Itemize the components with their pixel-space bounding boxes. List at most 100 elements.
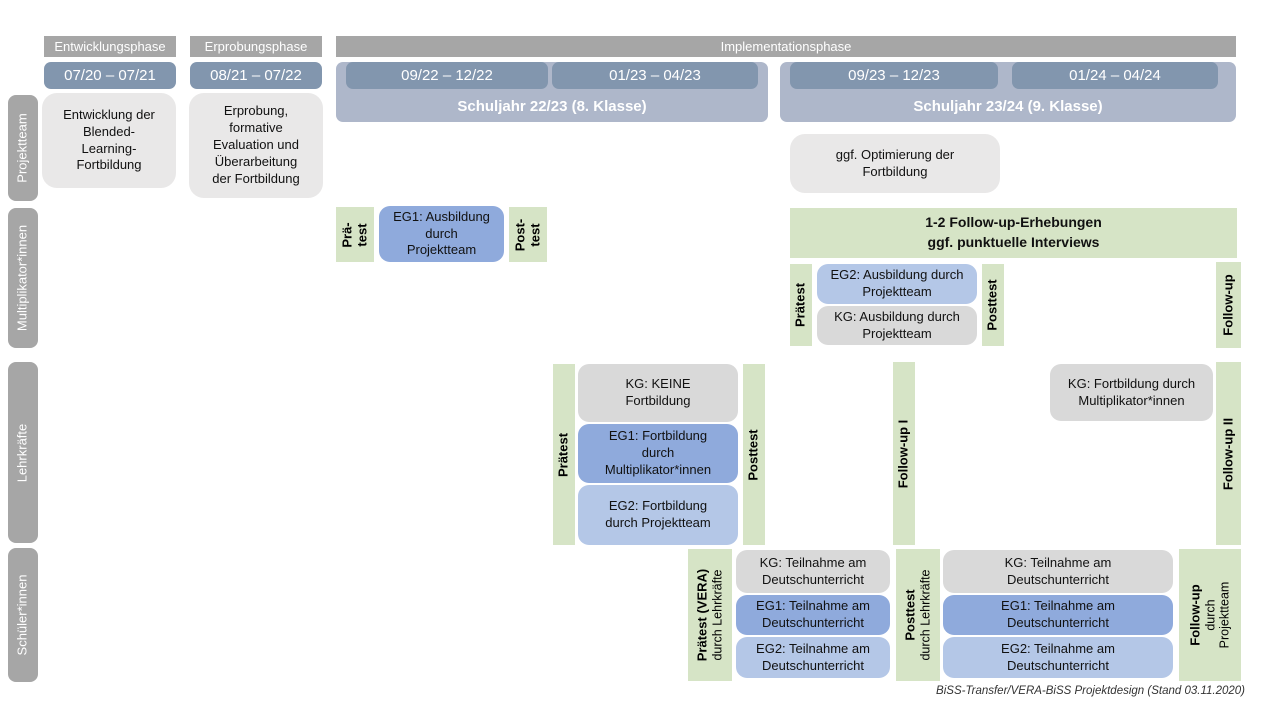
text-line: EG2: Ausbildung durch: [830, 267, 964, 283]
text-line: Multiplikator*innen: [604, 461, 712, 477]
text-line: Post-: [512, 218, 528, 251]
bar-posttest-multiplikatoren-1: Post- test: [509, 207, 547, 262]
box-followup-erhebungen-interviews: 1-2 Follow-up-Erhebungen ggf. punktuelle…: [790, 208, 1237, 258]
text-line: Deutschunterricht: [1007, 571, 1109, 587]
text-line: Deutschunterricht: [762, 615, 864, 630]
text-line: test: [527, 222, 542, 247]
footer-caption: BiSS-Transfer/VERA-BiSS Projektdesign (S…: [936, 685, 1245, 697]
text-line: Projektteam: [406, 242, 477, 258]
text-line: 1-2 Follow-up-Erhebungen: [925, 214, 1102, 231]
text-line: EG1: Teilnahme am: [1001, 598, 1115, 614]
text-line: EG1: Teilnahme am: [756, 598, 870, 614]
text-line: Blended-: [82, 123, 136, 139]
school-year-label-22-23: Schuljahr 22/23 (8. Klasse): [457, 98, 647, 115]
bar-praetest-multiplikatoren-1: Prä- test: [336, 207, 374, 262]
box-kg-teilnahme-deutschunterricht-2: KG: Teilnahme am Deutschunterricht: [943, 550, 1173, 593]
period-bar-0123-0423: 01/23 – 04/23: [552, 62, 758, 89]
box-kg-ausbildung-durch-projektteam: KG: Ausbildung durch Projektteam: [817, 306, 977, 345]
text-line: Überarbeitung: [214, 153, 298, 169]
text-line: formative: [229, 120, 283, 136]
bar-posttest-multiplikatoren-2: Posttest: [982, 264, 1004, 346]
text-line: Follow-up: [1220, 274, 1236, 336]
text-line: Posttest: [745, 428, 761, 481]
text-line: durch: [425, 225, 458, 241]
text-line: Projektteam: [862, 325, 932, 341]
text-line: Multiplikator*innen: [1078, 392, 1185, 408]
box-eg1-fortbildung-durch-multiplikatoren: EG1: Fortbildung durch Multiplikator*inn…: [578, 424, 738, 483]
text-line: EG2: Fortbildung: [608, 498, 708, 514]
text-line: Prä-: [339, 221, 355, 248]
text-line: durch Lehrkräfte: [918, 569, 933, 661]
bar-followup-2-lehrkraefte: Follow-up II: [1216, 362, 1241, 545]
text-line: durch: [1203, 599, 1218, 631]
bar-followup-multiplikatoren: Follow-up: [1216, 262, 1241, 348]
text-line: Follow-up: [1187, 584, 1203, 646]
text-line: test: [354, 222, 369, 247]
text-line: Learning-: [81, 140, 137, 156]
text-line: Prätest: [555, 432, 571, 477]
text-line: Entwicklung der: [63, 106, 155, 122]
text-line: Lehrkräfte: [14, 423, 30, 482]
box-kg-keine-fortbildung: KG: KEINE Fortbildung: [578, 364, 738, 422]
text-line: EG2: Teilnahme am: [1001, 640, 1115, 656]
text-line: EG2: Teilnahme am: [756, 640, 870, 656]
text-line: EG1: Ausbildung: [393, 208, 490, 224]
text-line: Deutschunterricht: [1007, 615, 1109, 630]
text-line: Fortbildung: [862, 163, 928, 179]
phase-header-implementationsphase: Implementationsphase: [336, 36, 1236, 57]
text-line: Posttest: [902, 589, 918, 641]
text-line: KG: Teilnahme am: [759, 554, 867, 570]
text-line: Deutschunterricht: [762, 657, 864, 673]
school-year-label-23-24: Schuljahr 23/24 (9. Klasse): [913, 98, 1103, 115]
period-bar-0821-0722: 08/21 – 07/22: [190, 62, 322, 89]
bar-praetest-vera-durch-lehrkraefte: Prätest (VERA) durch Lehrkräfte: [688, 549, 732, 681]
period-bar-0124-0424: 01/24 – 04/24: [1012, 62, 1218, 89]
box-eg2-ausbildung-durch-projektteam: EG2: Ausbildung durch Projektteam: [817, 264, 977, 304]
text-line: Erprobung,: [223, 103, 289, 119]
text-line: der Fortbildung: [212, 170, 300, 186]
box-eg1-teilnahme-deutschunterricht-1: EG1: Teilnahme am Deutschunterricht: [736, 595, 890, 635]
text-line: Deutschunterricht: [762, 571, 864, 587]
period-bar-0923-1223: 09/23 – 12/23: [790, 62, 998, 89]
row-label-multiplikatorinnen: Multiplikator*innen: [8, 208, 38, 348]
text-line: Deutschunterricht: [1007, 657, 1109, 673]
box-entwicklung-blended-learning-fortbildung: Entwicklung der Blended- Learning- Fortb…: [42, 93, 176, 188]
box-kg-teilnahme-deutschunterricht-1: KG: Teilnahme am Deutschunterricht: [736, 550, 890, 593]
phase-header-erprobungsphase: Erprobungsphase: [190, 36, 322, 57]
text-line: Posttest: [984, 279, 1000, 331]
bar-praetest-lehrkraefte: Prätest: [553, 364, 575, 545]
text-line: KG: Ausbildung durch: [834, 308, 960, 324]
text-line: KG: Teilnahme am: [1004, 554, 1112, 570]
row-label-schuelerinnen: Schüler*innen: [8, 548, 38, 682]
row-label-lehrkraefte: Lehrkräfte: [8, 362, 38, 543]
text-line: Follow-up I: [895, 419, 911, 488]
bar-followup-1-lehrkraefte: Follow-up I: [893, 362, 915, 545]
box-eg2-teilnahme-deutschunterricht-1: EG2: Teilnahme am Deutschunterricht: [736, 637, 890, 678]
text-line: Prätest: [792, 282, 808, 328]
text-line: Projektteam: [862, 284, 932, 299]
text-line: Follow-up II: [1220, 417, 1236, 490]
bar-posttest-durch-lehrkraefte: Posttest durch Lehrkräfte: [896, 549, 940, 681]
text-line: KG: KEINE: [625, 376, 691, 392]
text-line: Projektteam: [14, 113, 30, 183]
box-kg-fortbildung-durch-multiplikatoren: KG: Fortbildung durch Multiplikator*inne…: [1050, 364, 1213, 421]
text-line: Multiplikator*innen: [14, 224, 30, 332]
period-bar-0922-1222: 09/22 – 12/22: [346, 62, 548, 89]
text-line: Fortbildung: [625, 393, 691, 408]
text-line: Schüler*innen: [14, 574, 30, 656]
text-line: KG: Fortbildung durch: [1067, 375, 1196, 391]
box-ggf-optimierung-fortbildung: ggf. Optimierung der Fortbildung: [790, 134, 1000, 193]
text-line: EG1: Fortbildung: [608, 428, 708, 444]
text-line: durch Projektteam: [605, 515, 711, 530]
text-line: ggf. Optimierung der: [835, 146, 955, 162]
bar-praetest-multiplikatoren-2: Prätest: [790, 264, 812, 346]
bar-followup-durch-projektteam: Follow-up durch Projektteam: [1179, 549, 1241, 681]
box-erprobung-formative-evaluation: Erprobung, formative Evaluation und Über…: [189, 93, 323, 198]
box-eg1-ausbildung-durch-projektteam: EG1: Ausbildung durch Projektteam: [379, 206, 504, 262]
text-line: durch Lehrkräfte: [710, 569, 725, 661]
box-eg2-fortbildung-durch-projektteam: EG2: Fortbildung durch Projektteam: [578, 485, 738, 545]
period-bar-0720-0721: 07/20 – 07/21: [44, 62, 176, 89]
box-eg1-teilnahme-deutschunterricht-2: EG1: Teilnahme am Deutschunterricht: [943, 595, 1173, 635]
text-line: Fortbildung: [76, 157, 142, 173]
